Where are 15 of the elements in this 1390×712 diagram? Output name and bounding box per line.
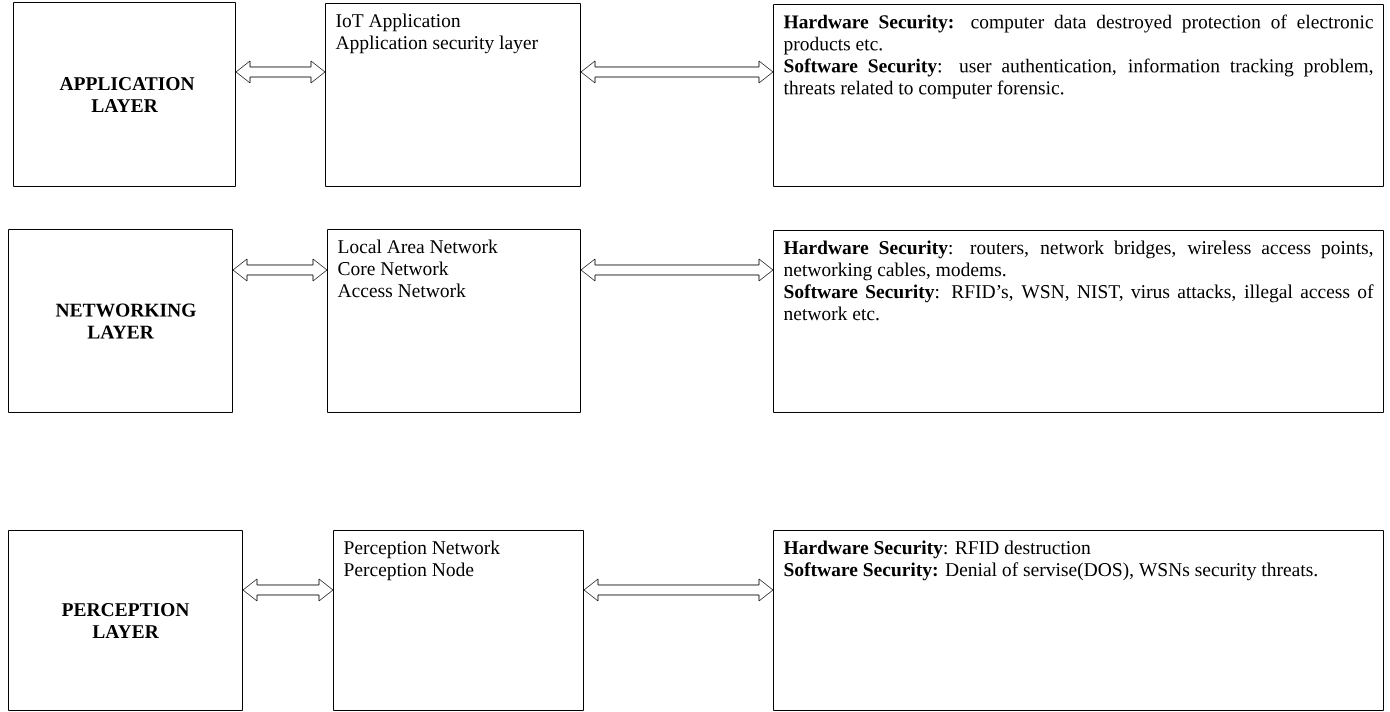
double-arrow [580, 258, 774, 282]
double-arrow [235, 60, 326, 84]
double-arrow [232, 258, 328, 282]
double-arrow [580, 60, 774, 84]
layer-box: NETWORKING LAYER [8, 229, 233, 413]
layer-box: PERCEPTION LAYER [8, 530, 243, 711]
component-box: IoT Application Application security layer [325, 3, 581, 187]
security-box: Hardware Security: routers, network bridges, wireless access points, networking cables, modems. Software Security: RFID’s, WSN, NIST, virus attacks, illegal access of network etc. [773, 230, 1384, 413]
security-box: Hardware Security: computer data destroyed protection of electronic products etc. Software Security: user authentication, information tracking problem, threats related to computer forensic. [773, 4, 1384, 187]
double-arrow [583, 578, 774, 602]
layer-box: APPLICATION LAYER [13, 2, 236, 187]
component-box: Local Area Network Core Network Access Network [327, 229, 581, 413]
security-box: Hardware Security: RFID destruction Software Security: Denial of servise(DOS), WSNs security threats. [773, 530, 1384, 711]
component-box: Perception Network Perception Node [333, 530, 584, 711]
double-arrow [242, 578, 334, 602]
